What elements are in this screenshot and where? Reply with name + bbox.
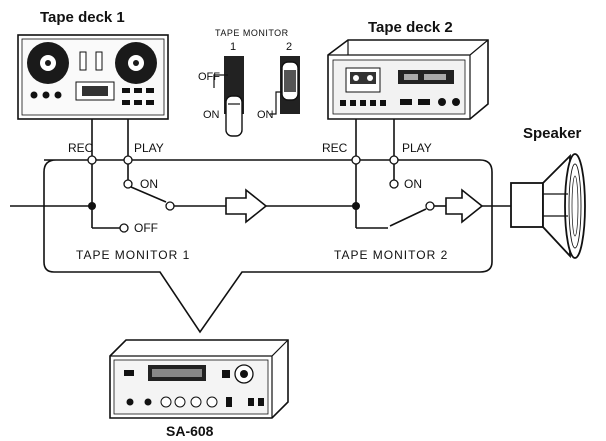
play-1-label: PLAY [134, 141, 164, 155]
speaker-label: Speaker [523, 125, 582, 142]
play-2-label: PLAY [402, 141, 432, 155]
play-1-terminal [123, 155, 133, 165]
monitor-1-common-terminal [165, 201, 175, 211]
tape-monitor-1-label: TAPE MONITOR 1 [76, 248, 190, 262]
off-1-terminal [119, 223, 129, 233]
rec-2-terminal [351, 155, 361, 165]
rec-1-terminal [87, 155, 97, 165]
amplifier-label: SA-608 [166, 423, 214, 439]
rec-1-label: REC [68, 141, 94, 155]
tape-deck-2-label: Tape deck 2 [368, 19, 453, 36]
tape-monitor-switch-1 [224, 56, 244, 137]
tape-monitor-2-label: TAPE MONITOR 2 [334, 248, 448, 262]
input-junction [88, 202, 96, 210]
on-1-terminal [123, 179, 133, 189]
switch-1-number: 1 [230, 41, 236, 53]
on-2-label: ON [404, 177, 422, 191]
buffer-amp-1-arrow-icon [225, 188, 268, 224]
monitor-2-common-terminal [425, 201, 435, 211]
monitor-2-switch-blade [389, 208, 427, 227]
tape-deck-1-illustration [17, 34, 169, 120]
switch-2-on-label: ON [257, 109, 274, 121]
play-2-terminal [389, 155, 399, 165]
amplifier-illustration [109, 339, 289, 419]
tape-deck-2-illustration [327, 39, 489, 120]
circuit-box [43, 159, 493, 334]
switch-off-label: OFF [198, 71, 220, 83]
tape-monitor-switch-title: TAPE MONITOR [215, 28, 289, 38]
off-1-label: OFF [134, 221, 158, 235]
tape-monitor-switch-2 [280, 56, 300, 114]
monitor-1-switch-blade [130, 186, 167, 203]
tape-deck-1-label: Tape deck 1 [40, 9, 125, 26]
switch-2-number: 2 [286, 41, 292, 53]
speaker-icon [510, 153, 586, 259]
buffer-amp-2-arrow-icon [445, 188, 484, 224]
stage-2-junction [352, 202, 360, 210]
rec-2-label: REC [322, 141, 348, 155]
on-2-terminal [389, 179, 399, 189]
switch-1-on-label: ON [203, 109, 220, 121]
on-1-label: ON [140, 177, 158, 191]
